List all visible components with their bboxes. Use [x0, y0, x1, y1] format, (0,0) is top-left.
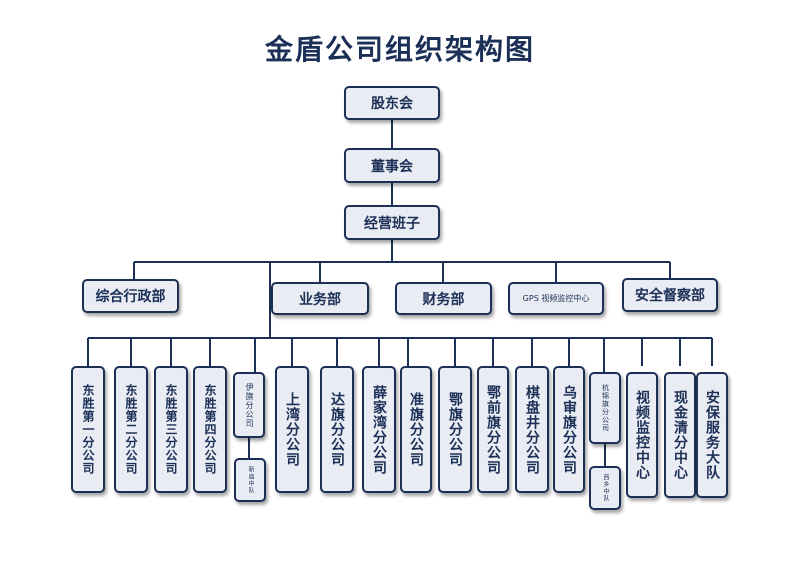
node-branch-dongsheng-1: 东胜第一分公司 — [71, 366, 105, 493]
node-cash-sorting-center: 现金清分中心 — [664, 372, 696, 498]
node-branch-hangjinqi: 杭锦旗分公司 — [589, 372, 621, 444]
node-security-service-brigade: 安保服务大队 — [696, 372, 728, 498]
node-gps-center: GPS 视频监控中心 — [508, 282, 604, 315]
node-admin-dept: 综合行政部 — [82, 279, 179, 313]
node-branch-xuejiawan: 薛家湾分公司 — [362, 366, 396, 493]
node-branch-dongsheng-2: 东胜第二分公司 — [114, 366, 148, 493]
node-branch-yiqi: 伊旗分公司 — [233, 372, 265, 438]
node-shareholders: 股东会 — [344, 86, 440, 120]
node-branch-dongsheng-4: 东胜第四分公司 — [193, 366, 227, 493]
page-title: 金盾公司组织架构图 — [264, 33, 535, 66]
node-squad-xinmiao: 新庙中队 — [234, 458, 266, 502]
node-branch-qipanjing: 棋盘井分公司 — [515, 366, 549, 493]
node-video-monitoring-center: 视频监控中心 — [626, 372, 658, 498]
node-board: 董事会 — [344, 148, 440, 183]
node-branch-shangwan: 上湾分公司 — [275, 366, 309, 493]
node-squad-xixiang: 西乡中队 — [589, 466, 621, 510]
node-business-dept: 业务部 — [271, 282, 369, 315]
node-branch-zhunqi: 准旗分公司 — [400, 366, 432, 493]
node-finance-dept: 财务部 — [395, 282, 492, 315]
node-branch-wushenqi: 乌审旗分公司 — [553, 366, 585, 493]
node-branch-dongsheng-3: 东胜第三分公司 — [154, 366, 188, 493]
node-branch-eqi: 鄂旗分公司 — [438, 366, 472, 493]
node-branch-daqi: 达旗分公司 — [320, 366, 354, 493]
node-branch-eqianqi: 鄂前旗分公司 — [477, 366, 509, 493]
node-management: 经营班子 — [344, 205, 440, 240]
node-security-dept: 安全督察部 — [622, 278, 718, 312]
